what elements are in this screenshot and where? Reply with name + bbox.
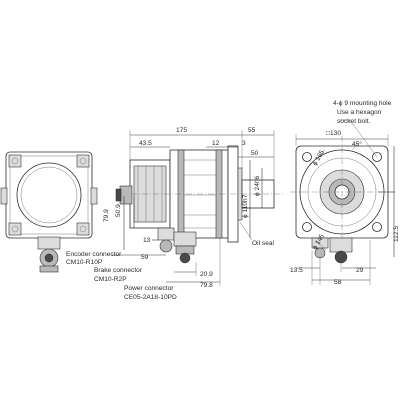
dim-79-9: 79.9 — [103, 209, 110, 222]
dim-shaft-dia: ϕ 24h6 — [254, 175, 261, 196]
dim-59: 59 — [141, 254, 149, 261]
dim-45-deg: 45° — [352, 140, 362, 148]
encoder-connector-label: Encoder connector — [66, 251, 122, 258]
mounting-hole-note-2: Use a hexagon — [337, 109, 382, 116]
dim-43-5: 43.5 — [139, 140, 152, 147]
power-connector-model: CE05-2A18-10PD — [124, 294, 177, 301]
dim-3: 3 — [242, 140, 246, 147]
dim-13: 13 — [143, 237, 151, 244]
dim-pilot-dia: ϕ 110h7 — [242, 194, 249, 218]
side-view — [112, 130, 285, 286]
front-view — [290, 119, 395, 285]
power-connector-label: Power connector — [124, 285, 174, 292]
dim-50: 50 — [251, 150, 259, 157]
dim-58: 58 — [334, 279, 342, 286]
dim-175: 175 — [176, 127, 187, 134]
oil-seal-label: Oil seal — [252, 240, 275, 247]
rear-view — [0, 151, 98, 273]
dim-12: 12 — [212, 140, 220, 147]
brake-connector-model: CM10-R2P — [94, 276, 127, 283]
mounting-hole-note-1: 4-ϕ 9 mounting hole — [333, 100, 392, 107]
dim-130: □130 — [326, 130, 341, 137]
dim-112-5: 112.5 — [393, 226, 400, 242]
mounting-hole-note-3: socket bolt. — [337, 118, 371, 125]
dim-50-9: 50.9 — [115, 204, 122, 217]
dim-55: 55 — [248, 127, 256, 134]
dim-20-9: 20.9 — [200, 271, 213, 278]
encoder-connector-model: CM10-R10P — [66, 259, 103, 266]
dim-13-5: 13.5 — [290, 267, 303, 274]
dim-79-8: 79.8 — [200, 282, 213, 289]
dim-29: 29 — [356, 267, 364, 274]
brake-connector-label: Brake connector — [94, 267, 143, 274]
